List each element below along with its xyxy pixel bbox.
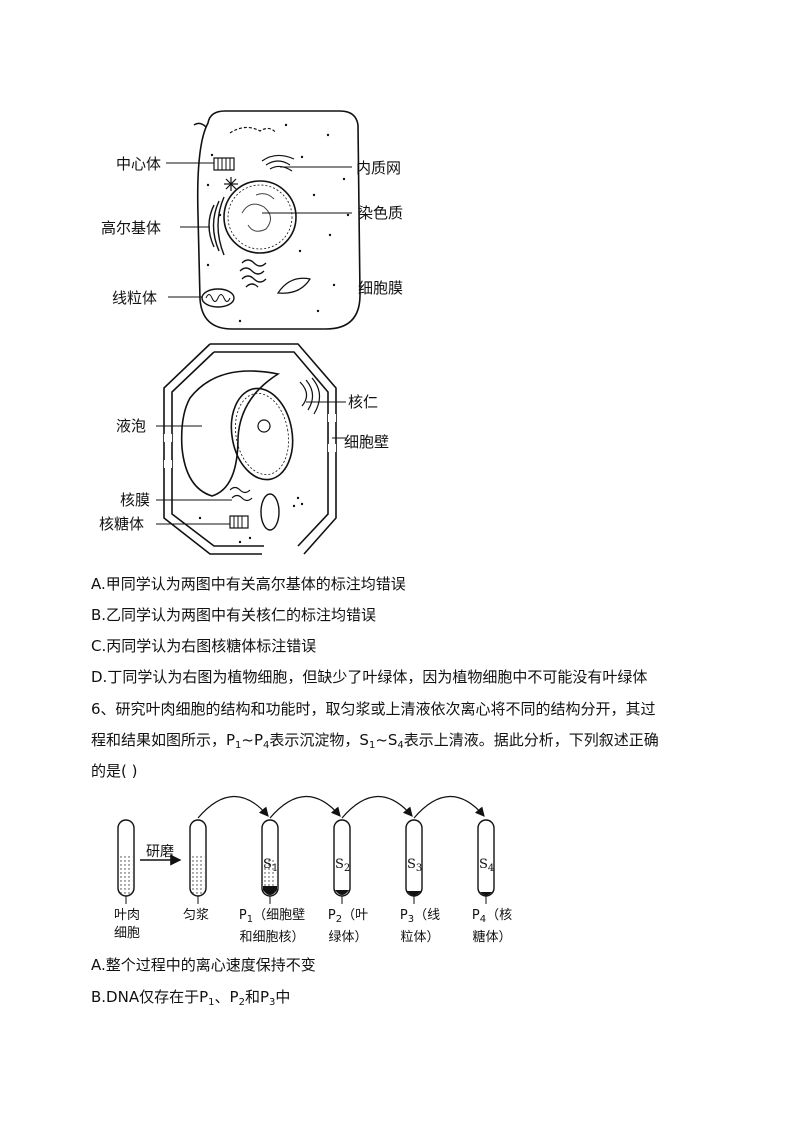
label-mitochondria: 线粒体 bbox=[112, 289, 158, 307]
plant-cell-drawing bbox=[156, 343, 346, 555]
tube-s3-label: S3 bbox=[407, 857, 423, 874]
q6-option-b: B.DNA仅存在于P1、P2和P3中 bbox=[91, 988, 291, 1008]
animal-cell-diagram bbox=[90, 95, 430, 335]
tube0-label: 叶肉细胞 bbox=[113, 908, 140, 941]
animal-cell-drawing bbox=[166, 110, 361, 330]
q6-line1: 6、研究叶肉细胞的结构和功能时，取匀浆或上清液依次离心将不同的结构分开，其过 bbox=[91, 700, 656, 718]
tube-p3-label: P3（线 粒体） bbox=[399, 908, 441, 945]
tube-p1-label: P1（细胞壁 和细胞核） bbox=[238, 908, 306, 945]
grind-label: 研磨 bbox=[146, 844, 174, 860]
label-centrosome: 中心体 bbox=[116, 155, 162, 173]
q6-line3: 的是( ) bbox=[91, 762, 138, 780]
label-chromatin: 染色质 bbox=[358, 204, 404, 222]
label-nucleolus: 核仁 bbox=[348, 393, 379, 411]
plant-cell-diagram bbox=[90, 338, 430, 558]
label-vacuole: 液泡 bbox=[116, 417, 147, 435]
q6-option-a: A.整个过程中的离心速度保持不变 bbox=[91, 956, 316, 974]
q5-option-d: D.丁同学认为右图为植物细胞，但缺少了叶绿体，因为植物细胞中不可能没有叶绿体 bbox=[91, 668, 648, 686]
centrifuge-drawing bbox=[117, 795, 495, 904]
q5-option-c: C.丙同学认为右图核糖体标注错误 bbox=[91, 637, 317, 655]
centrifuge-diagram bbox=[100, 780, 520, 904]
tube-p4-label: P4（核 糖体） bbox=[471, 908, 513, 945]
label-golgi: 高尔基体 bbox=[101, 219, 162, 237]
label-er: 内质网 bbox=[356, 159, 402, 177]
q5-option-a: A.甲同学认为两图中有关高尔基体的标注均错误 bbox=[91, 575, 406, 593]
tube-p2-label: P2（叶 绿体） bbox=[327, 908, 369, 945]
label-cell-membrane: 细胞膜 bbox=[358, 279, 404, 297]
q5-option-b: B.乙同学认为两图中有关核仁的标注均错误 bbox=[91, 606, 377, 624]
tube-s1-label: S1 bbox=[263, 857, 279, 874]
tube-s2-label: S2 bbox=[335, 857, 351, 874]
label-ribosome: 核糖体 bbox=[99, 515, 145, 533]
q6-line2: 程和结果如图所示，P1~P4表示沉淀物，S1~S4表示上清液。据此分析，下列叙述… bbox=[91, 731, 659, 751]
tube-s4-label: S4 bbox=[479, 857, 495, 874]
label-cell-wall: 细胞壁 bbox=[344, 433, 390, 451]
label-nuclear-envelope: 核膜 bbox=[120, 491, 151, 509]
tube1-label: 匀浆 bbox=[183, 908, 210, 923]
